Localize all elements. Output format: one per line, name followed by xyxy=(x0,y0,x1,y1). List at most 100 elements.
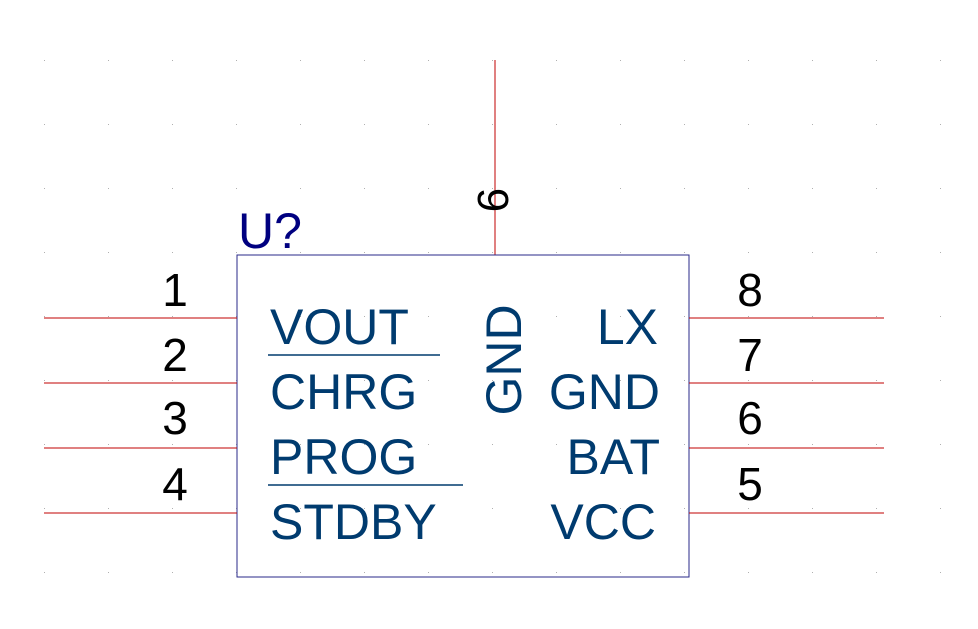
grid-dot xyxy=(556,124,557,125)
grid-dot xyxy=(172,444,173,445)
grid-dot xyxy=(492,188,493,189)
grid-dot xyxy=(556,444,557,445)
grid-dot xyxy=(940,124,941,125)
grid-dot xyxy=(748,60,749,61)
grid-dot xyxy=(364,444,365,445)
grid-dot xyxy=(812,572,813,573)
grid-dot xyxy=(172,60,173,61)
grid-dot xyxy=(748,508,749,509)
grid-dot xyxy=(556,508,557,509)
grid-dot xyxy=(108,508,109,509)
grid-dot xyxy=(492,380,493,381)
grid-dot xyxy=(940,252,941,253)
grid-dot xyxy=(108,316,109,317)
grid-dot xyxy=(940,380,941,381)
pin-9-number: 9 xyxy=(468,188,517,212)
grid-dot xyxy=(428,124,429,125)
pin-5-number: 5 xyxy=(737,458,763,510)
pin-1-number: 1 xyxy=(162,264,188,316)
grid-dot xyxy=(556,188,557,189)
grid-dot xyxy=(44,124,45,125)
grid-dot xyxy=(748,252,749,253)
grid-dot xyxy=(812,252,813,253)
grid-dot xyxy=(620,252,621,253)
grid-dot xyxy=(172,252,173,253)
grid-dot xyxy=(876,60,877,61)
grid-dot xyxy=(748,188,749,189)
grid-dot xyxy=(492,508,493,509)
grid-dot xyxy=(428,572,429,573)
grid-dot xyxy=(492,444,493,445)
grid-dot xyxy=(428,316,429,317)
pin-3-number: 3 xyxy=(162,392,188,444)
grid-dot xyxy=(620,508,621,509)
grid-dot xyxy=(876,316,877,317)
grid-dot xyxy=(620,124,621,125)
grid-dot xyxy=(620,60,621,61)
grid-dot xyxy=(172,572,173,573)
grid-dot xyxy=(620,444,621,445)
component-body[interactable] xyxy=(236,254,690,578)
grid-dot xyxy=(428,444,429,445)
grid-dot xyxy=(300,124,301,125)
grid-dot xyxy=(556,572,557,573)
grid-dot xyxy=(108,380,109,381)
grid-dot xyxy=(364,508,365,509)
reference-designator[interactable]: U? xyxy=(238,203,302,259)
grid-dot xyxy=(492,124,493,125)
pin-5-name: VCC xyxy=(550,494,656,550)
grid-dot xyxy=(364,380,365,381)
grid-dot xyxy=(940,572,941,573)
grid-dot xyxy=(108,252,109,253)
grid-dot xyxy=(300,252,301,253)
grid-dot xyxy=(748,124,749,125)
grid-dot xyxy=(172,316,173,317)
grid-dot xyxy=(172,188,173,189)
grid-dot xyxy=(44,188,45,189)
grid-dot xyxy=(236,124,237,125)
pin-8-number: 8 xyxy=(737,264,763,316)
pin-9-name: GND xyxy=(476,304,532,415)
grid-dot xyxy=(44,572,45,573)
pin-3-name: PROG xyxy=(270,429,417,485)
grid-dot xyxy=(748,444,749,445)
grid-dot xyxy=(492,572,493,573)
grid-dot xyxy=(940,60,941,61)
grid-dot xyxy=(492,316,493,317)
grid-dot xyxy=(684,508,685,509)
grid-dot xyxy=(684,252,685,253)
grid-dot xyxy=(748,380,749,381)
grid-dot xyxy=(812,124,813,125)
grid-dot xyxy=(428,380,429,381)
grid-dot xyxy=(876,188,877,189)
grid-dot xyxy=(620,188,621,189)
pin-2-name: CHRG xyxy=(270,364,417,420)
grid-dot xyxy=(364,252,365,253)
pin-6-number: 6 xyxy=(737,392,763,444)
grid-dot xyxy=(428,188,429,189)
grid-dot xyxy=(300,188,301,189)
grid-dot xyxy=(300,508,301,509)
grid-dot xyxy=(620,380,621,381)
grid-dot xyxy=(748,316,749,317)
grid-dot xyxy=(236,188,237,189)
grid-dot xyxy=(108,60,109,61)
pin-6-name: BAT xyxy=(566,429,660,485)
grid-dot xyxy=(684,124,685,125)
grid-dot xyxy=(684,316,685,317)
grid-dot xyxy=(44,316,45,317)
grid-dot xyxy=(108,444,109,445)
grid-dot xyxy=(172,380,173,381)
grid-dot xyxy=(940,316,941,317)
grid-dot xyxy=(620,572,621,573)
grid-dot xyxy=(44,444,45,445)
grid-dot xyxy=(428,60,429,61)
grid-dot xyxy=(108,572,109,573)
grid-dot xyxy=(748,572,749,573)
grid-dot xyxy=(492,252,493,253)
grid-dot xyxy=(44,508,45,509)
grid-dot xyxy=(812,188,813,189)
pin-7-name: GND xyxy=(549,364,660,420)
grid-dot xyxy=(364,60,365,61)
